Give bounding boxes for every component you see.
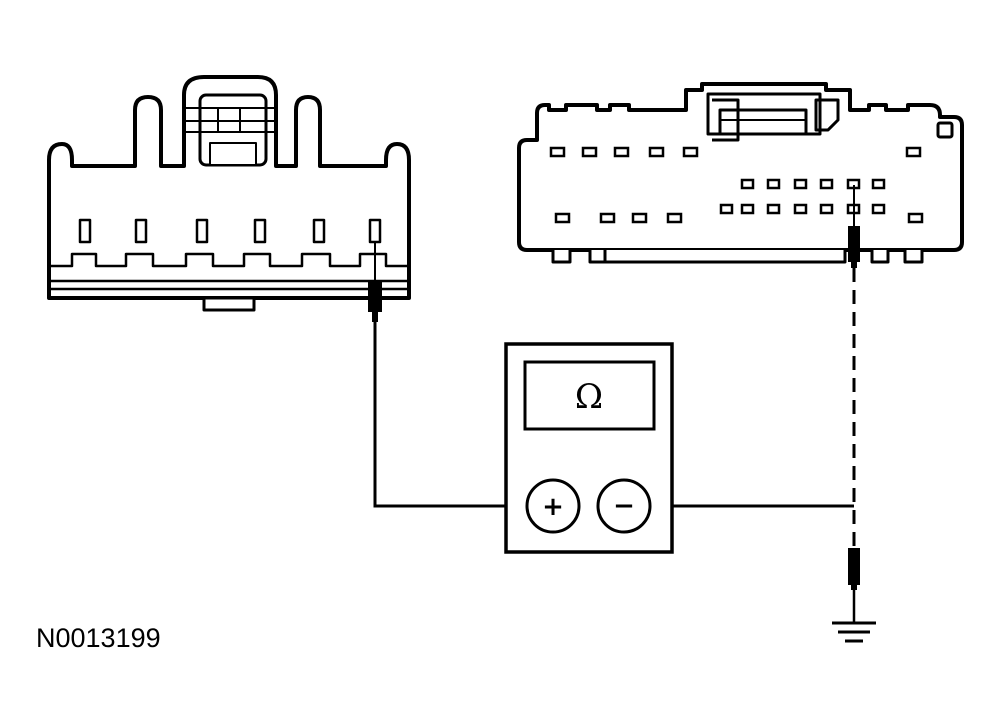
- positive-terminal: [525, 478, 581, 534]
- ohmmeter-display: [523, 360, 656, 431]
- ground-probe-icon: [848, 548, 860, 622]
- negative-terminal-label: −: [613, 491, 635, 521]
- left-pin: [312, 218, 326, 244]
- positive-terminal-label: +: [542, 492, 564, 522]
- right-probe-icon: [848, 185, 860, 268]
- left-connector-key: [202, 296, 256, 312]
- left-pin: [253, 218, 267, 244]
- right-connector-cavities: [549, 146, 924, 224]
- left-pin-tested: [368, 218, 382, 244]
- ohm-symbol: Ω: [575, 377, 603, 417]
- right-connector: [517, 82, 964, 264]
- positive-lead: [373, 322, 527, 508]
- left-pin: [78, 218, 92, 244]
- left-pin: [195, 218, 209, 244]
- negative-terminal: [596, 478, 652, 534]
- left-connector: [47, 75, 411, 312]
- ground-symbol-icon: [832, 621, 876, 643]
- ohmmeter: Ω + −: [504, 342, 674, 554]
- figure-id: N0013199: [36, 623, 161, 653]
- wires: [373, 268, 856, 548]
- left-probe-icon: [368, 242, 382, 322]
- left-pin: [134, 218, 148, 244]
